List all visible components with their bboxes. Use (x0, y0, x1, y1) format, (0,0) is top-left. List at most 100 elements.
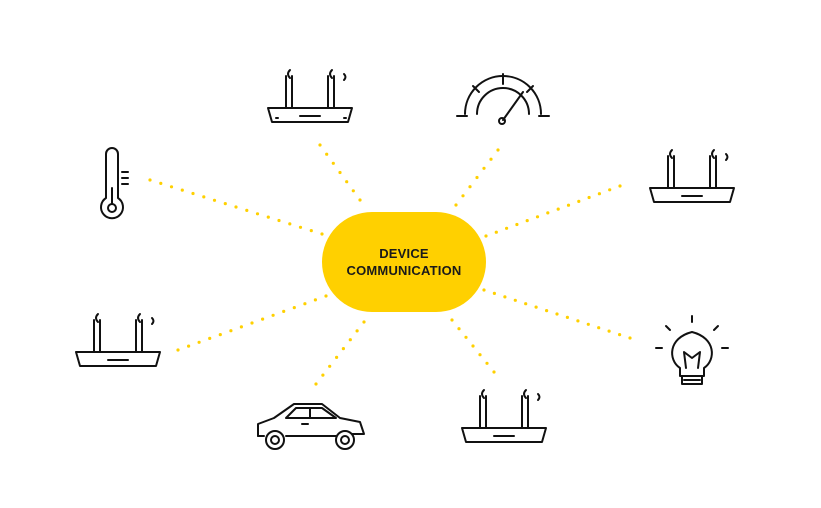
connector-dot (525, 219, 529, 223)
connector-dot (255, 212, 260, 216)
connector-dot (628, 336, 632, 340)
connector-dot (362, 320, 366, 324)
connector-dot (489, 157, 493, 161)
connector-dot (314, 382, 318, 386)
connector-dot (277, 218, 281, 223)
connector-dot (505, 226, 509, 230)
connector-dot (546, 211, 550, 215)
connector-dot (197, 340, 201, 344)
connector-dot (358, 198, 362, 202)
connector-dot (309, 229, 313, 233)
connector-dot (464, 335, 468, 339)
connector-dot (492, 291, 496, 295)
connector-dot (148, 178, 152, 182)
connector-dot (191, 191, 195, 196)
connector-dot (331, 161, 335, 165)
connector-dot (187, 344, 191, 348)
connector-dot (482, 166, 486, 170)
connector-dot (503, 295, 507, 299)
connector-dot (457, 327, 461, 331)
connector-dot (471, 344, 475, 348)
thermometer-icon (98, 147, 134, 227)
connector-dot (208, 336, 212, 340)
connector-dot (288, 222, 292, 226)
connector-dot (298, 225, 303, 229)
connector-dot (348, 338, 352, 342)
connector-dot (597, 326, 601, 330)
connector-dot (515, 222, 519, 227)
connector-dot (328, 364, 332, 368)
connector-dot (566, 203, 571, 207)
connector-dot (338, 170, 342, 175)
router-icon (460, 386, 550, 457)
connector-dot (180, 188, 184, 192)
connector-dot (608, 188, 612, 192)
connector-dot (335, 355, 339, 359)
connector-dot (618, 184, 622, 188)
connector-dot (556, 207, 560, 211)
connector-dot (482, 288, 486, 292)
car-icon (252, 398, 368, 461)
connector-dot (318, 143, 322, 147)
connector-dot (292, 306, 296, 310)
connector-dot (324, 294, 328, 298)
connector-dot (496, 148, 500, 152)
connector-dot (555, 312, 559, 316)
connector-dot (461, 194, 465, 198)
connector-dot (524, 302, 528, 306)
connector-dot (325, 152, 329, 156)
connector-dot (587, 195, 591, 200)
connector-dot (485, 361, 489, 365)
connector-dot (282, 309, 286, 313)
connector-dot (468, 185, 472, 189)
connector-dot (450, 318, 454, 322)
connector-dot (345, 180, 349, 184)
connector-dot (202, 195, 206, 199)
connector-dot (597, 192, 602, 196)
connector-dot (351, 189, 355, 193)
device-communication-hub: DEVICE COMMUNICATION (322, 212, 486, 312)
connector-dot (212, 198, 217, 202)
connector-dot (321, 373, 325, 377)
connector-dot (266, 215, 270, 219)
connector-dot (159, 181, 163, 185)
connector-dot (475, 175, 479, 180)
connector-dot (218, 333, 222, 337)
connector-dot (223, 202, 227, 206)
connector-dot (492, 370, 496, 374)
connector-dot (565, 315, 570, 319)
connector-dot (355, 329, 359, 333)
hub-label-line2: COMMUNICATION (346, 263, 462, 278)
connector-dot (234, 205, 238, 209)
connector-dot (341, 347, 345, 351)
connector-dot (303, 302, 307, 306)
connector-dot (576, 319, 580, 323)
connector-dot (245, 208, 249, 212)
connector-dot (534, 305, 538, 309)
connector-dot (545, 309, 549, 313)
connector-dot (618, 333, 622, 337)
lightbulb-icon (654, 312, 730, 397)
router-icon (266, 66, 356, 137)
connector-dot (454, 203, 458, 207)
dotted-connectors (148, 143, 632, 386)
connector-dot (513, 298, 517, 302)
gauge-icon (455, 70, 551, 131)
connector-dot (313, 298, 317, 302)
connector-dot (176, 348, 180, 352)
connector-dot (535, 215, 540, 219)
connector-dot (577, 199, 581, 203)
connector-dot (169, 185, 174, 189)
connector-dot (586, 322, 590, 326)
connector-dot (494, 230, 498, 234)
connector-dot (229, 329, 233, 333)
connector-dot (607, 329, 611, 333)
connector-dot (261, 317, 265, 321)
connector-dot (484, 234, 488, 238)
router-icon (648, 146, 738, 217)
connector-dot (239, 325, 243, 329)
connector-dot (250, 321, 254, 325)
connector-dot (320, 232, 324, 236)
router-icon (74, 310, 164, 381)
